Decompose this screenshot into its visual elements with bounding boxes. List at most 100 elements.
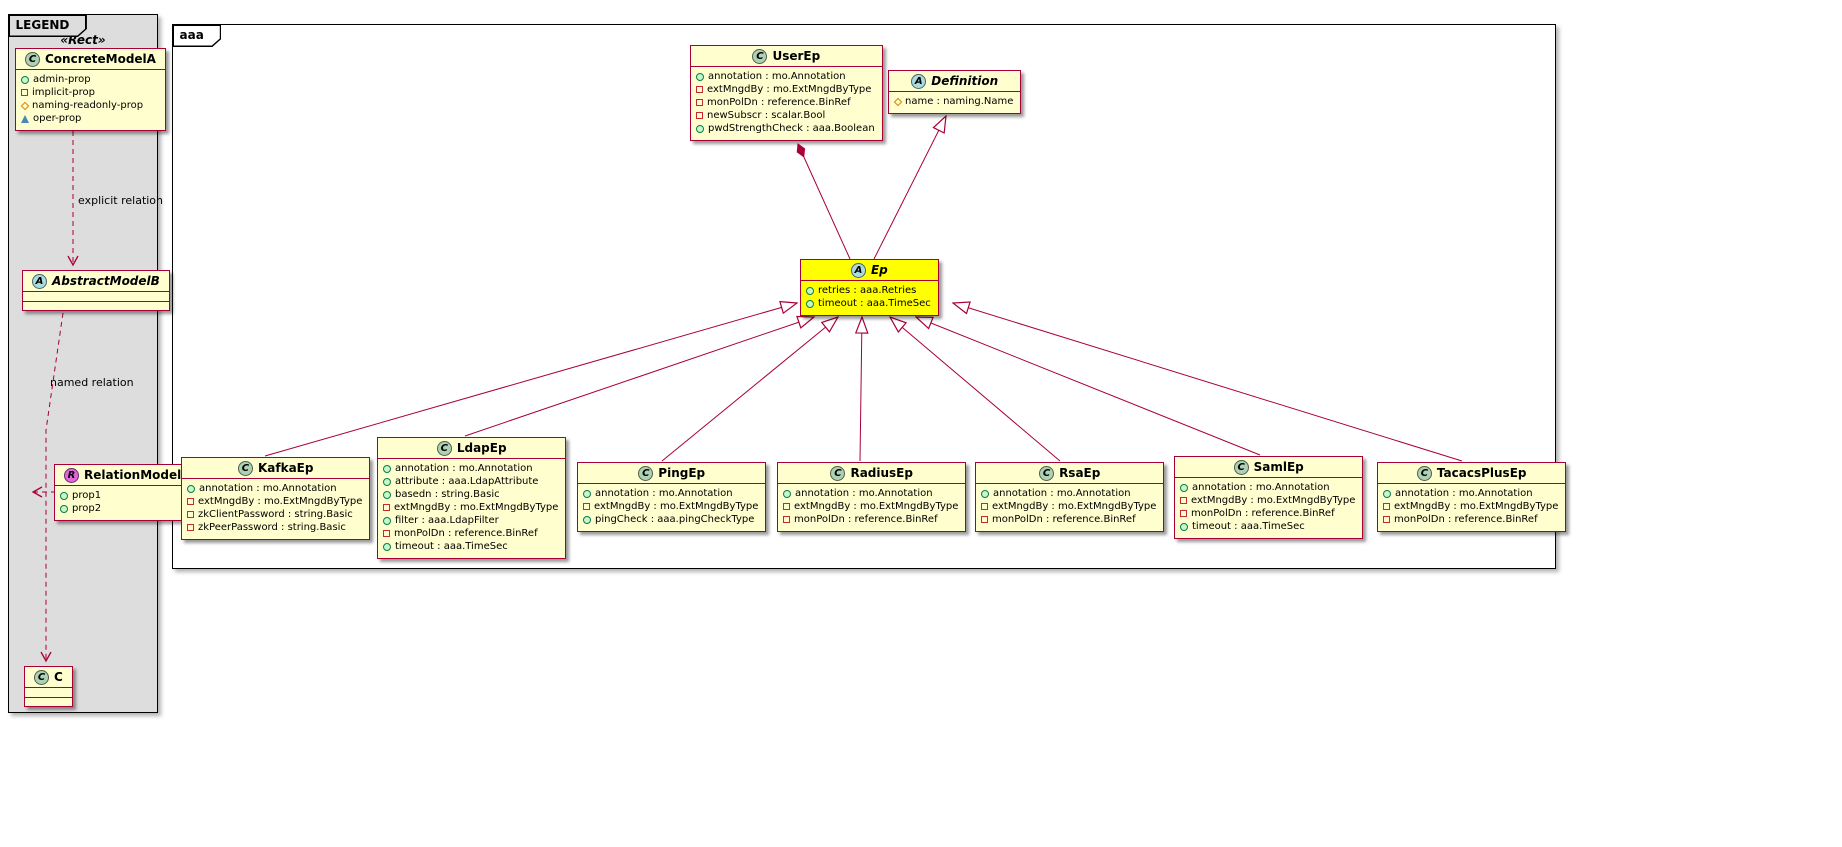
private-member-icon (981, 516, 988, 523)
class-members: annotation : mo.Annotation extMngdBy : m… (976, 484, 1163, 531)
private-member-icon (783, 503, 790, 510)
member-text: annotation : mo.Annotation (595, 488, 733, 499)
class-header: C TacacsPlusEp (1378, 463, 1566, 484)
class-members: annotation : mo.Annotation extMngdBy : m… (1378, 484, 1565, 531)
private-member-icon (21, 89, 28, 96)
class-name: PingEp (658, 466, 706, 480)
class-member: annotation : mo.Annotation (696, 70, 875, 83)
class-name: RelationModel (84, 468, 182, 482)
class-member: annotation : mo.Annotation (583, 487, 758, 500)
class-spot-icon: C (34, 669, 49, 685)
public-member-icon (60, 504, 68, 513)
class-members: name : naming.Name (889, 92, 1020, 113)
member-text: monPolDn : reference.BinRef (1191, 508, 1335, 519)
member-text: timeout : aaa.TimeSec (395, 541, 508, 552)
member-text: extMngdBy : mo.ExtMngdByType (1394, 501, 1559, 512)
class-member: implicit-prop (21, 86, 158, 99)
package-frame-tab-label: aaa (174, 26, 220, 46)
class-member: monPolDn : reference.BinRef (1383, 513, 1558, 526)
class-member: zkPeerPassword : string.Basic (187, 521, 362, 534)
class-member: prop2 (60, 502, 183, 515)
class-member: annotation : mo.Annotation (187, 482, 362, 495)
member-text: monPolDn : reference.BinRef (394, 528, 538, 539)
class-member: retries : aaa.Retries (806, 284, 931, 297)
public-member-icon (383, 542, 391, 551)
member-text: annotation : mo.Annotation (708, 71, 846, 82)
class-member: annotation : mo.Annotation (1180, 481, 1355, 494)
class-spot-icon: C (1233, 459, 1249, 475)
class-member: extMngdBy : mo.ExtMngdByType (783, 500, 958, 513)
public-member-icon (1180, 483, 1188, 492)
class-members: annotation : mo.Annotation extMngdBy : m… (1175, 478, 1362, 538)
oper-member-icon (21, 114, 29, 123)
member-text: newSubscr : scalar.Bool (707, 110, 826, 121)
class-member: monPolDn : reference.BinRef (783, 513, 958, 526)
class-members: annotation : mo.Annotation attribute : a… (378, 459, 565, 558)
class-header: C LdapEp (378, 438, 566, 459)
public-member-icon (696, 72, 704, 81)
legend-frame-tab-label: LEGEND (10, 16, 86, 36)
public-member-icon (187, 484, 195, 493)
class-member: attribute : aaa.LdapAttribute (383, 475, 558, 488)
class-header: C SamlEp (1175, 457, 1363, 478)
class-members: annotation : mo.Annotation extMngdBy : m… (578, 484, 765, 531)
member-text: extMngdBy : mo.ExtMngdByType (1191, 495, 1356, 506)
class-name: RadiusEp (850, 466, 913, 480)
public-member-icon (806, 286, 814, 295)
class-pingep: C PingEp annotation : mo.Annotation extM… (577, 462, 767, 532)
private-member-icon (187, 524, 194, 531)
public-member-icon (1383, 489, 1391, 498)
empty-methods-compartment (23, 301, 169, 310)
class-spot-icon: C (237, 460, 253, 476)
member-text: annotation : mo.Annotation (993, 488, 1131, 499)
class-header: C C (25, 667, 72, 688)
class-members: annotation : mo.Annotation extMngdBy : m… (182, 479, 369, 539)
class-header: A AbstractModelB (23, 271, 169, 292)
member-text: timeout : aaa.TimeSec (818, 298, 931, 309)
public-member-icon (583, 489, 591, 498)
member-text: prop2 (72, 503, 102, 514)
public-member-icon (21, 75, 29, 84)
empty-methods-compartment (25, 697, 72, 706)
member-text: filter : aaa.LdapFilter (395, 515, 499, 526)
member-text: annotation : mo.Annotation (795, 488, 933, 499)
member-text: basedn : string.Basic (395, 489, 500, 500)
class-header: R RelationModel (55, 465, 191, 486)
class-members: annotation : mo.Annotation extMngdBy : m… (778, 484, 965, 531)
private-member-icon (187, 498, 194, 505)
public-member-icon (383, 464, 391, 473)
member-text: zkClientPassword : string.Basic (198, 509, 353, 520)
member-text: annotation : mo.Annotation (199, 483, 337, 494)
class-radiusep: C RadiusEp annotation : mo.Annotation ex… (777, 462, 967, 532)
class-member: extMngdBy : mo.ExtMngdByType (583, 500, 758, 513)
class-name: Definition (931, 74, 999, 88)
member-text: name : naming.Name (905, 96, 1014, 107)
abstract-class-spot-icon: A (32, 273, 47, 289)
class-header: C RadiusEp (778, 463, 966, 484)
public-member-icon (981, 489, 989, 498)
class-members: prop1 prop2 (55, 486, 190, 520)
class-name: LdapEp (456, 441, 507, 455)
private-member-icon (783, 516, 790, 523)
class-member: zkClientPassword : string.Basic (187, 508, 362, 521)
class-spot-icon: C (1039, 465, 1055, 481)
class-spot-icon: C (752, 48, 768, 64)
relation-class-spot-icon: R (64, 467, 79, 483)
class-member: extMngdBy : mo.ExtMngdByType (187, 495, 362, 508)
member-text: extMngdBy : mo.ExtMngdByType (707, 84, 872, 95)
private-member-icon (981, 503, 988, 510)
class-member: extMngdBy : mo.ExtMngdByType (383, 501, 558, 514)
class-header: C ConcreteModelA (16, 49, 165, 70)
private-member-icon (696, 86, 703, 93)
named-relation-label: named relation (50, 376, 134, 389)
class-members: admin-prop implicit-prop naming-readonly… (16, 70, 165, 130)
readonly-member-icon (893, 97, 903, 106)
public-member-icon (383, 516, 391, 525)
class-kafkaep: C KafkaEp annotation : mo.Annotation ext… (181, 457, 371, 540)
private-member-icon (383, 530, 390, 537)
class-member: timeout : aaa.TimeSec (806, 297, 931, 310)
member-text: pwdStrengthCheck : aaa.Boolean (708, 123, 875, 134)
class-spot-icon: C (830, 465, 846, 481)
class-member: monPolDn : reference.BinRef (1180, 507, 1355, 520)
